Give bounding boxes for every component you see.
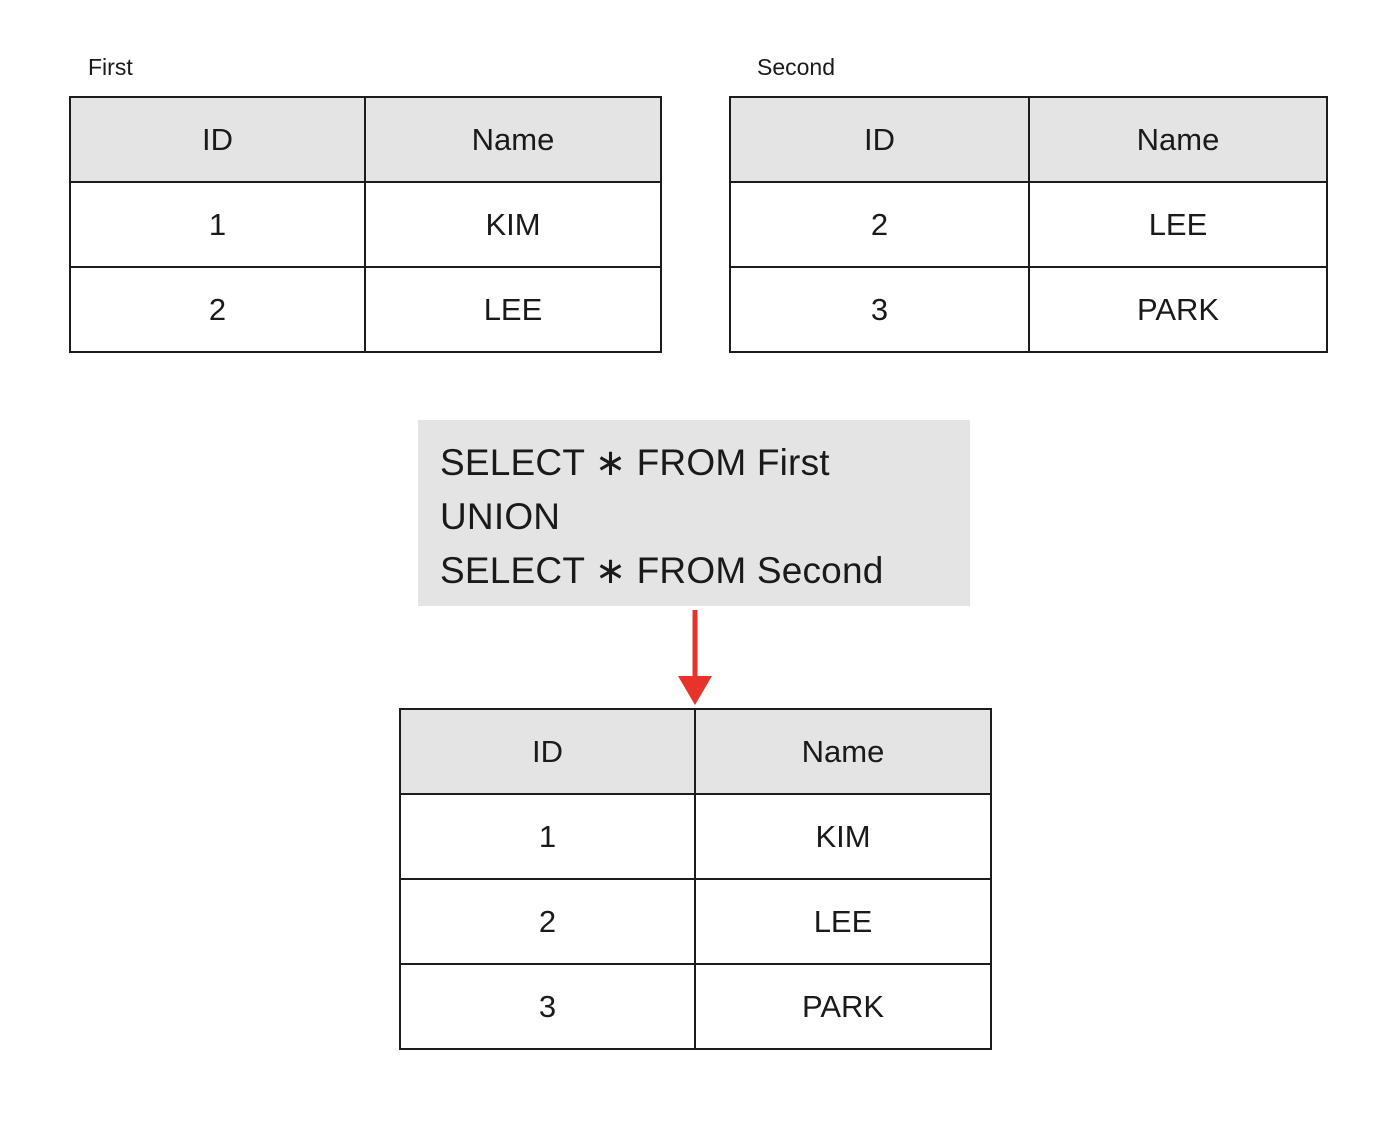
table-row: 1 KIM [69,181,662,268]
table-header-row: ID Name [69,96,662,183]
cell-id: 2 [69,266,366,353]
cell-name: KIM [694,793,992,880]
down-arrow-icon [678,610,712,705]
cell-name: KIM [364,181,662,268]
table-caption-second: Second [757,54,836,80]
cell-id: 3 [729,266,1030,353]
column-header-name: Name [694,708,992,795]
column-header-name: Name [364,96,662,183]
table-row: 3 PARK [729,266,1328,353]
cell-name: LEE [364,266,662,353]
table-row: 2 LEE [69,266,662,353]
cell-id: 2 [399,878,696,965]
sql-query-block: SELECT ∗ FROM First UNION SELECT ∗ FROM … [418,420,970,606]
sql-line-1: SELECT ∗ FROM First [440,442,830,483]
result-table: ID Name 1 KIM 2 LEE 3 PARK [399,708,992,1050]
cell-id: 2 [729,181,1030,268]
sql-line-2: UNION [440,496,561,537]
table-row: 2 LEE [729,181,1328,268]
source-table-second: ID Name 2 LEE 3 PARK [729,96,1328,353]
cell-name: LEE [694,878,992,965]
cell-name: PARK [1028,266,1328,353]
cell-name: PARK [694,963,992,1050]
table-row: 1 KIM [399,793,992,880]
cell-id: 3 [399,963,696,1050]
column-header-id: ID [399,708,696,795]
cell-id: 1 [69,181,366,268]
table-row: 3 PARK [399,963,992,1050]
table-caption-first: First [88,54,133,80]
sql-line-3: SELECT ∗ FROM Second [440,550,884,591]
column-header-id: ID [69,96,366,183]
column-header-name: Name [1028,96,1328,183]
cell-id: 1 [399,793,696,880]
table-header-row: ID Name [399,708,992,795]
source-table-first: ID Name 1 KIM 2 LEE [69,96,662,353]
cell-name: LEE [1028,181,1328,268]
column-header-id: ID [729,96,1030,183]
table-header-row: ID Name [729,96,1328,183]
table-row: 2 LEE [399,878,992,965]
